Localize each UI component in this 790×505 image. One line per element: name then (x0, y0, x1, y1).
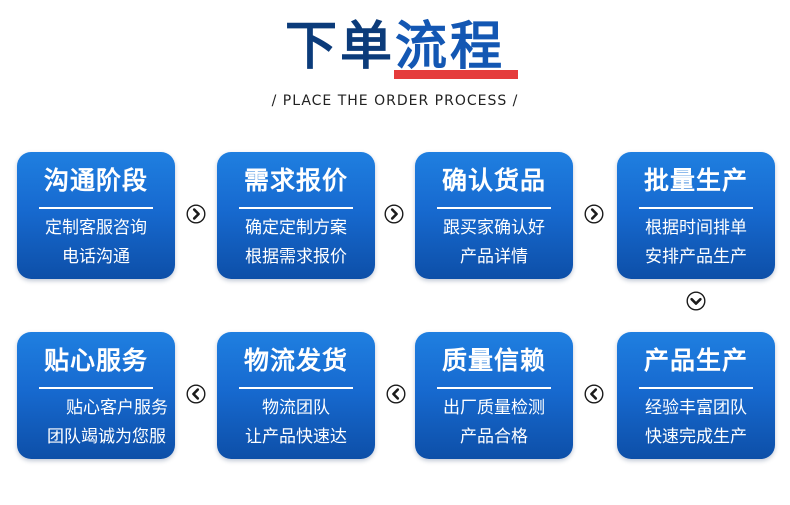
step-line-1: 出厂质量检测 (443, 398, 545, 418)
title-underline (394, 70, 518, 79)
step-line-2: 团队竭诚为您服 (47, 427, 166, 447)
step-title: 质量信赖 (441, 346, 546, 375)
step-divider (437, 387, 551, 389)
step-card-8: 贴心服务 贴心客户服务 团队竭诚为您服 (17, 332, 175, 459)
step-line-1: 物流团队 (262, 398, 330, 418)
step-card-2: 需求报价 确定定制方案 根据需求报价 (217, 152, 375, 279)
step-line-2: 让产品快速达 (245, 427, 347, 447)
step-line-1: 根据时间排单 (645, 218, 747, 238)
step-line-1: 经验丰富团队 (645, 398, 747, 418)
step-line-1: 跟买家确认好 (443, 218, 545, 238)
step-line-2: 根据需求报价 (245, 247, 347, 267)
page-subtitle: / PLACE THE ORDER PROCESS / (271, 93, 519, 109)
step-divider (239, 207, 353, 209)
step-divider (39, 207, 153, 209)
arrow-right-circle-icon (384, 204, 404, 224)
arrow-left-circle-icon (584, 384, 604, 404)
page-header: 下单流程 (0, 14, 790, 84)
step-title: 需求报价 (243, 166, 348, 195)
step-line-1: 贴心客户服务 (66, 398, 168, 418)
step-line-2: 快速完成生产 (645, 427, 747, 447)
step-divider (239, 387, 353, 389)
step-line-1: 确定定制方案 (245, 218, 347, 238)
step-title: 确认货品 (441, 166, 546, 195)
arrow-right-circle-icon (186, 204, 206, 224)
step-divider (437, 207, 551, 209)
step-title: 批量生产 (643, 166, 748, 195)
step-card-6: 质量信赖 出厂质量检测 产品合格 (415, 332, 573, 459)
title-part-2: 流程 (395, 17, 506, 77)
step-title: 产品生产 (643, 346, 748, 375)
arrow-left-circle-icon (386, 384, 406, 404)
page-title: 下单流程 (0, 14, 790, 80)
step-divider (639, 207, 753, 209)
step-card-4: 批量生产 根据时间排单 安排产品生产 (617, 152, 775, 279)
step-card-3: 确认货品 跟买家确认好 产品详情 (415, 152, 573, 279)
arrow-right-circle-icon (584, 204, 604, 224)
step-line-2: 产品合格 (460, 427, 528, 447)
step-card-5: 产品生产 经验丰富团队 快速完成生产 (617, 332, 775, 459)
arrow-down-circle-icon (686, 291, 706, 311)
step-line-1: 定制客服咨询 (45, 218, 147, 238)
step-card-1: 沟通阶段 定制客服咨询 电话沟通 (17, 152, 175, 279)
step-title: 沟通阶段 (43, 166, 148, 195)
arrow-left-circle-icon (186, 384, 206, 404)
step-title: 贴心服务 (43, 346, 148, 375)
step-title: 物流发货 (243, 346, 348, 375)
title-part-1: 下单 (284, 17, 395, 77)
step-line-2: 电话沟通 (62, 247, 130, 267)
step-divider (639, 387, 753, 389)
step-line-2: 产品详情 (460, 247, 528, 267)
step-card-7: 物流发货 物流团队 让产品快速达 (217, 332, 375, 459)
step-divider (39, 387, 153, 389)
step-line-2: 安排产品生产 (645, 247, 747, 267)
